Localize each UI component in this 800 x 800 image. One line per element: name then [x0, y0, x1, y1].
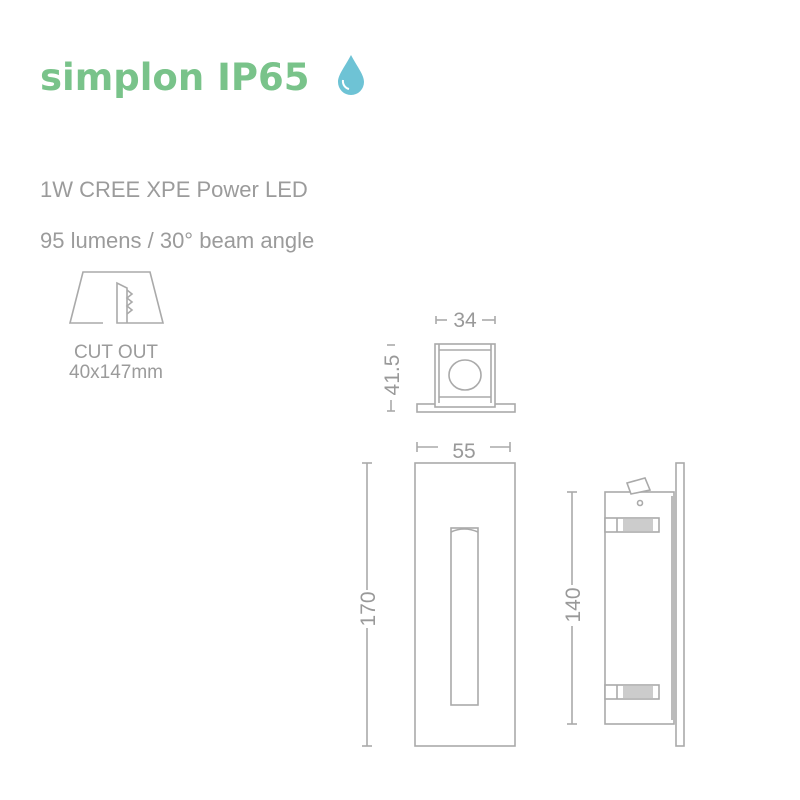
side-view-drawing	[567, 462, 685, 747]
front-view-drawing	[362, 442, 516, 747]
product-title: simplon IP65	[40, 56, 309, 99]
front-height-label: 170	[357, 591, 380, 626]
water-drop-icon	[338, 55, 364, 95]
top-width-label: 34	[453, 309, 477, 332]
cutout-size: 40x147mm	[69, 362, 163, 383]
lumens-spec: 95 lumens / 30° beam angle	[40, 228, 314, 253]
front-width-label: 55	[452, 440, 475, 463]
cutout-icon	[68, 271, 165, 324]
side-height-label: 140	[562, 587, 585, 622]
led-spec: 1W CREE XPE Power LED	[40, 177, 308, 202]
cutout-label: CUT OUT	[74, 342, 158, 363]
top-depth-label: 41.5	[381, 355, 404, 396]
top-view-drawing	[387, 316, 516, 413]
